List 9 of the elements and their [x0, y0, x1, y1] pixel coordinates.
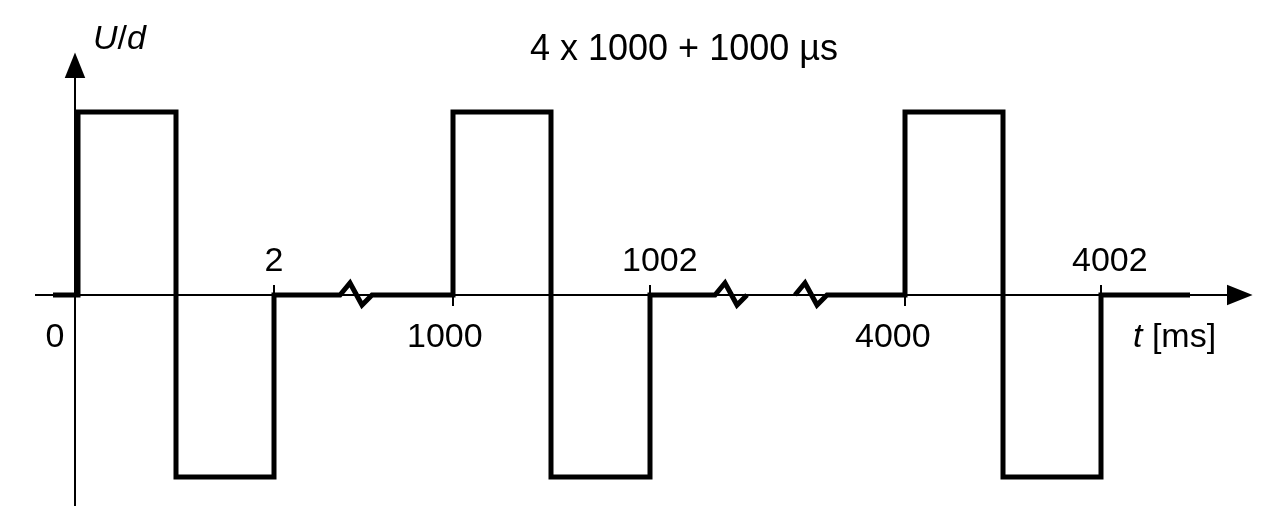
axis-label: U/d: [93, 20, 146, 54]
tick-label: 1000: [407, 318, 483, 352]
axis-label: t [ms]: [1133, 318, 1217, 352]
tick-label: 1002: [622, 242, 698, 276]
tick-label: 4002: [1072, 242, 1148, 276]
tick-label: 2: [264, 242, 284, 276]
diagram-title: 4 x 1000 + 1000 µs: [530, 30, 838, 66]
tick-label: 0: [45, 318, 65, 352]
tick-label: 4000: [855, 318, 931, 352]
